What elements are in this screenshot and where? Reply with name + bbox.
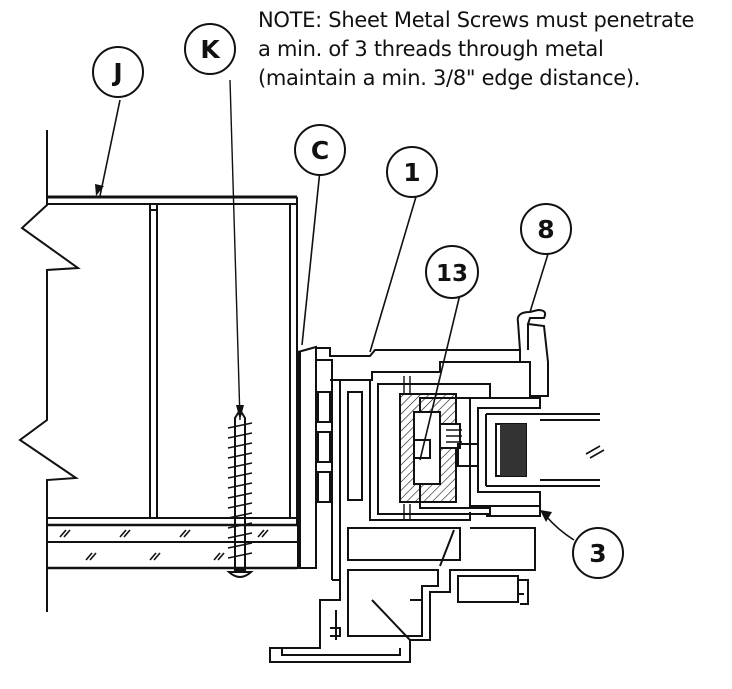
snap-cover — [516, 308, 549, 397]
callout-3: 3 — [572, 527, 624, 579]
thermal-break — [377, 376, 491, 520]
note-line-2: a min. of 3 threads through metal — [258, 37, 604, 61]
callout-C: C — [294, 124, 346, 176]
wall-substrate — [18, 130, 298, 612]
callout-8: 8 — [520, 203, 572, 255]
callout-3-label: 3 — [589, 539, 606, 568]
callout-J-label: J — [111, 58, 122, 87]
callout-K: K — [184, 23, 236, 75]
callout-1-label: 1 — [403, 158, 420, 187]
note-line-3: (maintain a min. 3/8" edge distance). — [258, 66, 641, 90]
anchor-screw — [226, 79, 254, 578]
glazing-stop — [469, 397, 605, 517]
callout-K-label: K — [200, 35, 221, 64]
frame-profile — [269, 347, 536, 663]
substrate-hatch-marks — [59, 529, 269, 561]
leader-lines — [95, 99, 575, 541]
callout-13-label: 13 — [436, 261, 468, 287]
shim-wedge — [297, 345, 317, 569]
callout-1: 1 — [386, 146, 438, 198]
callout-13: 13 — [425, 245, 479, 299]
note-line-1: NOTE: Sheet Metal Screws must penetrate — [258, 8, 695, 32]
screw-note: NOTE: Sheet Metal Screws must penetrate … — [258, 6, 728, 93]
callout-8-label: 8 — [537, 215, 554, 244]
callout-C-label: C — [311, 136, 329, 165]
callout-J: J — [92, 46, 144, 98]
